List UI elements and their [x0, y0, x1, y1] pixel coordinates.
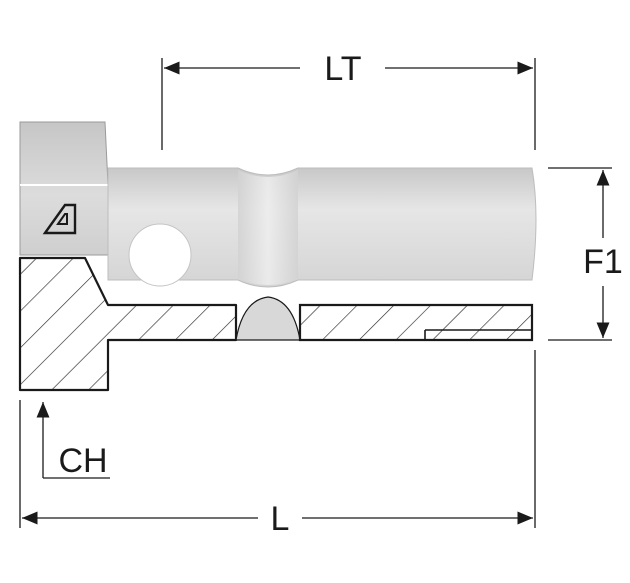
l-label: L [271, 500, 290, 538]
lt-label: LT [324, 50, 361, 88]
bolt-upper-view [19, 121, 537, 288]
dimension-ch [36, 402, 110, 479]
delta-flag-logo [42, 203, 77, 235]
hex-head [19, 121, 109, 256]
dimension-lt [161, 58, 536, 150]
ch-label: CH [58, 442, 107, 480]
cross-hole [128, 223, 192, 287]
dimension-l [19, 350, 536, 528]
dimension-f1 [548, 167, 612, 341]
f1-label: F1 [583, 243, 623, 281]
shaft [107, 167, 537, 288]
section-groove [235, 296, 301, 341]
groove [238, 170, 298, 285]
bolt-section-view [18, 256, 534, 392]
section-shaft [298, 303, 534, 342]
